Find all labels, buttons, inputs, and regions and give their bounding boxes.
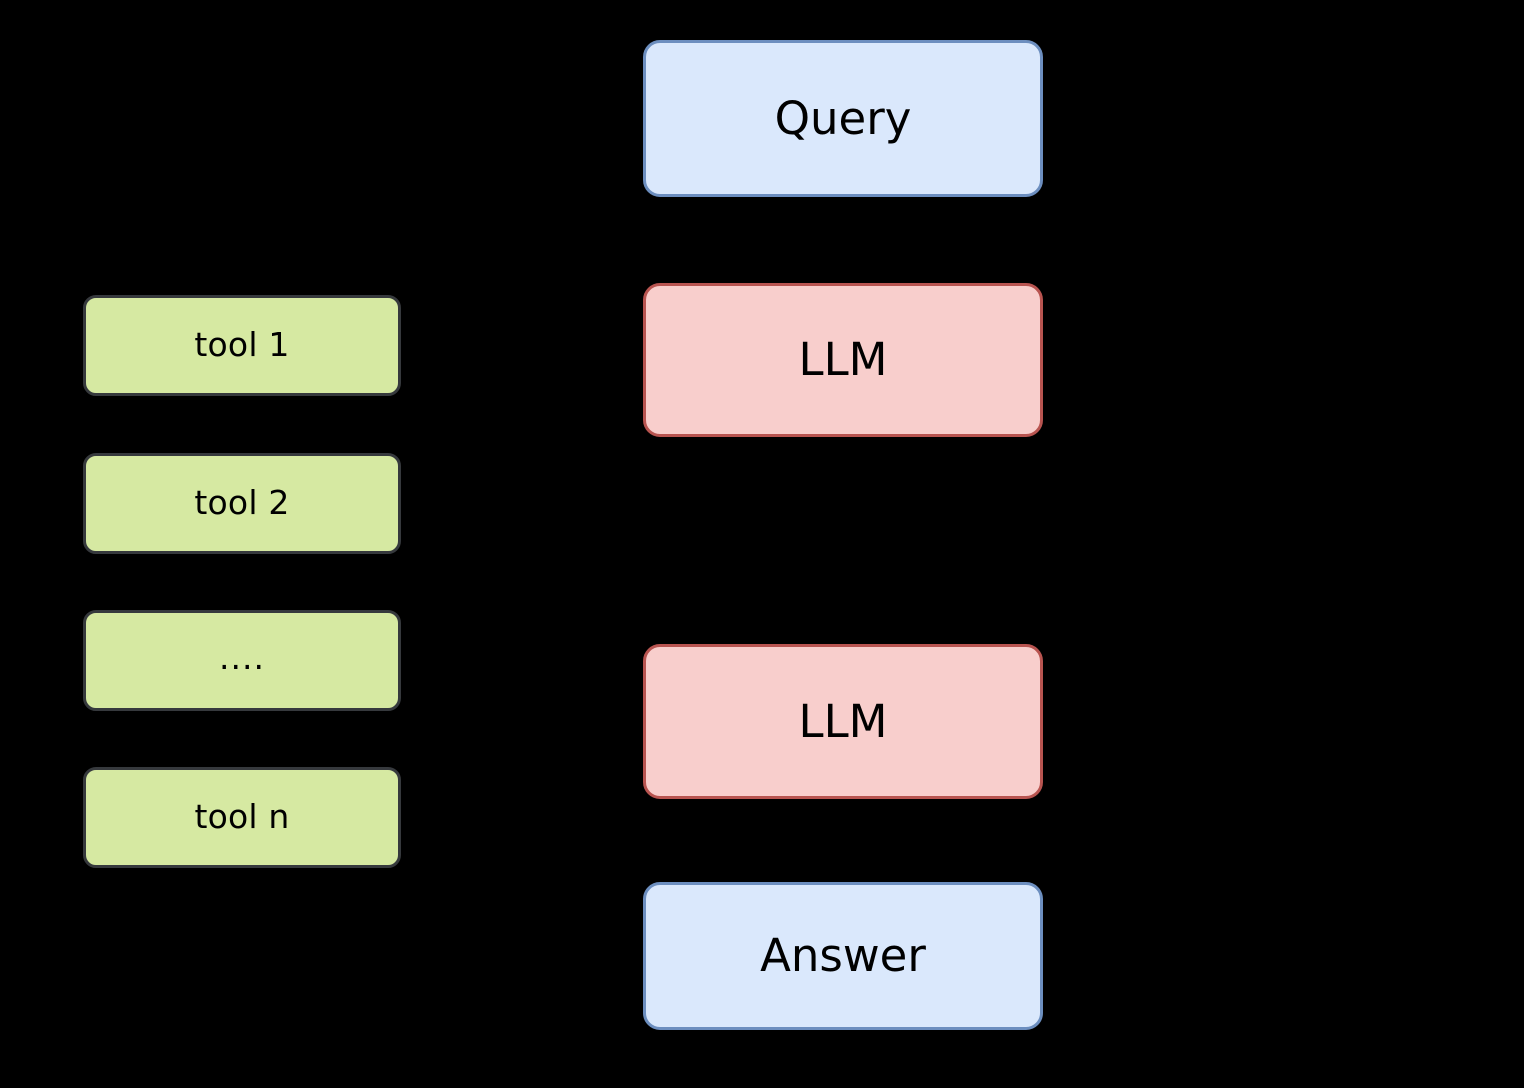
tool-node-n[interactable]: tool n (83, 767, 401, 868)
llm-node-2-label: LLM (798, 694, 888, 748)
tool-node-ellipsis[interactable]: .... (83, 610, 401, 711)
tool-node-2-label: tool 2 (194, 483, 290, 523)
answer-node-label: Answer (760, 929, 926, 983)
tool-node-n-label: tool n (194, 797, 290, 837)
llm-node-1[interactable]: LLM (643, 283, 1043, 437)
query-node-label: Query (774, 91, 912, 145)
llm-node-1-label: LLM (798, 333, 888, 387)
tool-node-ellipsis-label: .... (219, 638, 265, 678)
llm-node-2[interactable]: LLM (643, 644, 1043, 799)
query-node[interactable]: Query (643, 40, 1043, 197)
tool-node-2[interactable]: tool 2 (83, 453, 401, 554)
answer-node[interactable]: Answer (643, 882, 1043, 1030)
tool-node-1-label: tool 1 (194, 325, 290, 365)
tool-node-1[interactable]: tool 1 (83, 295, 401, 396)
